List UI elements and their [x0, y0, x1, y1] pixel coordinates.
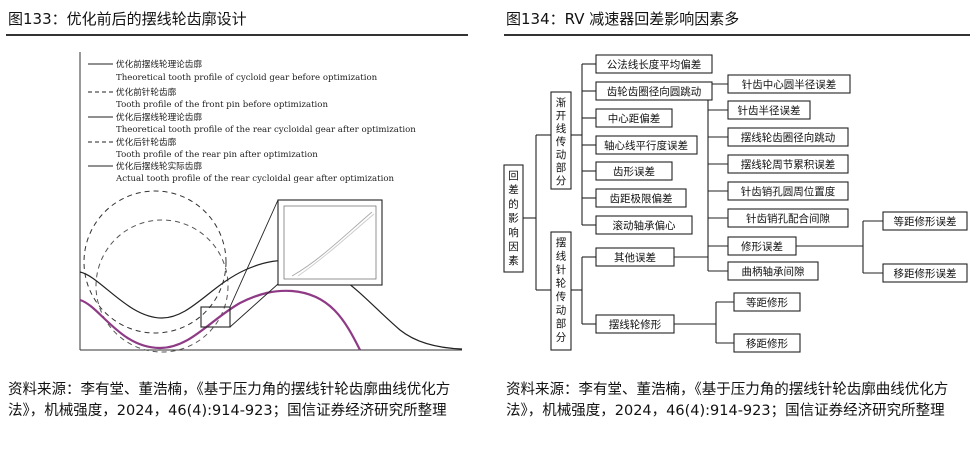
zoom-connector-line	[229, 199, 279, 308]
factor-label: 针齿中心圆半径误差	[742, 78, 837, 91]
factor-label: 曲柄轴承间隙	[742, 265, 805, 278]
factor-box	[733, 333, 801, 353]
profile-mod-node	[595, 314, 675, 334]
left-figure-panel: 图133：优化前后的摆线轮齿廓设计 优化前摆线轮理论齿廓 Theoretical…	[0, 0, 475, 450]
factor-box	[595, 135, 698, 155]
legend-cn-5: 优化后摆线轮实际齿廓	[116, 160, 202, 172]
factor-label: 修形误差	[741, 240, 783, 253]
zoom-curve-1	[291, 211, 373, 277]
title-rule	[504, 34, 970, 36]
figure-134-source: 资料来源：李有堂、董浩楠，《基于压力角的摆线针轮齿廓曲线优化方法》，机械强度，2…	[506, 382, 949, 419]
legend-en-5: Actual tooth profile of the rear cycloid…	[115, 174, 395, 184]
group-cycloid-node	[550, 231, 572, 351]
plot-legend: 优化前摆线轮理论齿廓 Theoretical tooth profile of …	[88, 58, 416, 184]
factor-label: 针齿销孔配合间隙	[746, 212, 830, 225]
factor-box	[882, 263, 968, 283]
factor-box	[727, 236, 797, 256]
factor-label: 齿轮齿圈径向圆跳动	[607, 85, 702, 98]
factor-box	[727, 261, 819, 281]
figure-134-title: 图134：RV 减速器回差影响因素多	[506, 10, 740, 28]
factor-box	[727, 154, 849, 174]
profile-mod-label: 摆线轮修形	[609, 318, 662, 331]
factor-label: 等距修形误差	[894, 215, 957, 228]
involute-factor-list: 公法线长度平均偏差 齿轮齿圈径向圆跳动 中心距偏差 轴心线平行度误差 齿形误差 …	[595, 54, 713, 235]
pin-circle-before	[83, 190, 227, 334]
theoretical-profile-curve	[79, 259, 463, 350]
factor-box	[595, 161, 673, 181]
other-errors-label: 其他误差	[614, 251, 656, 264]
factor-box	[727, 181, 849, 201]
factor-box	[595, 108, 673, 128]
zoom-curve-2	[297, 213, 375, 277]
factor-label: 移距修形	[746, 337, 788, 350]
factor-label: 摆线轮齿圈径向跳动	[741, 131, 836, 144]
factor-label: 针齿销孔圆周位置度	[741, 185, 836, 198]
factor-label: 等距修形	[746, 296, 788, 309]
factor-label: 移距修形误差	[894, 267, 957, 280]
figure-133-source: 资料来源：李有堂、董浩楠，《基于压力角的摆线针轮齿廓曲线优化方法》，机械强度，2…	[8, 382, 451, 419]
legend-en-1: Theoretical tooth profile of cycloid gea…	[116, 73, 378, 83]
figure-133-title: 图133：优化前后的摆线轮齿廓设计	[8, 10, 247, 28]
root-node	[503, 164, 524, 273]
factor-label: 齿形误差	[613, 165, 655, 178]
factor-label: 摆线轮周节累积误差	[741, 158, 836, 171]
legend-cn-4: 优化后针轮齿廓	[116, 136, 177, 148]
group-involute-node	[550, 91, 572, 190]
factor-box	[595, 188, 687, 208]
factor-label: 针齿半径误差	[738, 104, 801, 117]
factor-box	[595, 215, 693, 235]
zoom-connector-line	[229, 283, 279, 328]
group-cycloid-label: 摆线针轮传动部分	[556, 236, 567, 344]
title-rule	[6, 34, 468, 36]
zoom-inset-inner	[283, 205, 377, 280]
tooth-profile-plot: 优化前摆线轮理论齿廓 Theoretical tooth profile of …	[79, 52, 463, 353]
tree-connectors	[523, 63, 883, 344]
factor-box	[727, 100, 811, 120]
actual-profile-curve	[79, 289, 361, 351]
other-errors-list: 针齿中心圆半径误差 针齿半径误差 摆线轮齿圈径向跳动 摆线轮周节累积误差 针齿销…	[727, 74, 851, 281]
legend-en-4: Tooth profile of the rear pin after opti…	[116, 150, 318, 160]
zoom-region-box	[200, 306, 231, 328]
legend-cn-2: 优化前针轮齿廓	[116, 86, 177, 98]
group-involute-label: 渐开线传动部分	[556, 96, 567, 187]
factor-box	[733, 292, 801, 312]
legend-en-2: Tooth profile of the front pin before op…	[116, 100, 328, 110]
factor-label: 公法线长度平均偏差	[607, 58, 702, 71]
factor-box	[727, 208, 849, 228]
factor-label: 齿距极限偏差	[610, 192, 673, 205]
right-figure-panel: 图134：RV 减速器回差影响因素多	[498, 0, 975, 450]
backlash-factor-tree: 回差的影响因素 渐开线传动部分 摆线针轮传动部分 公法线长度平均偏差 齿轮齿圈径…	[503, 54, 968, 353]
root-node-label: 回差的影响因素	[508, 170, 519, 267]
factor-label: 中心距偏差	[608, 112, 661, 125]
factor-box	[727, 127, 849, 147]
legend-cn-3: 优化后摆线轮理论齿廓	[116, 111, 202, 123]
factor-box	[727, 74, 851, 94]
legend-cn-1: 优化前摆线轮理论齿廓	[116, 58, 202, 70]
legend-en-3: Theoretical tooth profile of the rear cy…	[116, 125, 416, 135]
factor-box	[595, 81, 713, 101]
factor-label: 轴心线平行度误差	[604, 139, 688, 152]
other-errors-node	[595, 247, 675, 267]
factor-box	[595, 54, 713, 74]
zoom-inset	[277, 199, 383, 286]
factor-box	[882, 211, 968, 231]
factor-label: 滚动轴承偏心	[613, 219, 676, 232]
pin-circle-after	[95, 219, 229, 353]
